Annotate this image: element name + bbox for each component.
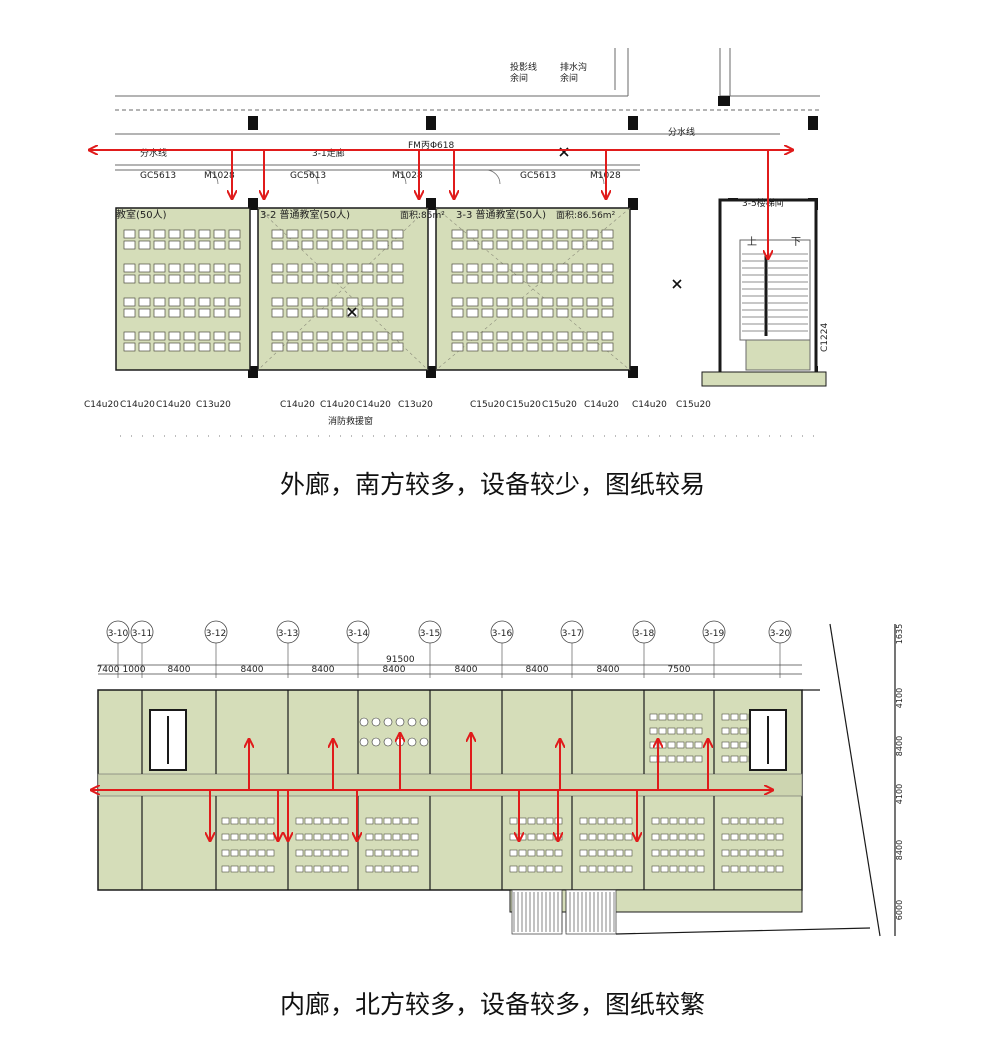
label-projection-room: 投影线余间 [510,61,537,84]
svg-text:3-15: 3-15 [420,629,440,639]
classroom-3-1 [115,207,251,371]
svg-text:3-10: 3-10 [108,629,129,639]
stairs-bottom [511,889,617,935]
span-dimension: 8400 [455,665,478,675]
right-dimension: 4100 [895,784,904,804]
label-stair-down: 下 [791,237,801,248]
caption-outer-corridor: 外廊，南方较多，设备较少，图纸较易 [279,470,705,499]
window-tag: C13u20 [196,400,231,410]
plan-outer-corridor: 投影线余间 排水沟余间 分水线 分水线 FM丙Φ618 3-1走廊 3-5楼梯间… [80,40,840,440]
span-dimension: 8400 [241,665,264,675]
red-flow-arrows [90,150,792,258]
span-dimension: 7400 [97,665,120,675]
label-area2: 面积:85m² [400,209,445,221]
right-dimension: 8400 [895,736,904,756]
window-tag: C14u20 [632,400,667,410]
span-dimension: 7500 [668,665,691,675]
span-dimension: 1000 [123,665,146,675]
inner-corridor [97,773,803,797]
label-area3: 面积:86.56m² [556,209,616,221]
right-dimension: 6000 [895,900,904,920]
window-tag: C14u20 [320,400,355,410]
axis-bubble: 3-14 [346,620,370,678]
label-stair-up: 上 [747,236,757,248]
red-flow-arrows-lower [92,734,772,840]
axis-bubble: 3-19 [702,620,726,678]
label-water-split-left: 分水线 [140,147,167,159]
svg-text:3-13: 3-13 [278,629,298,639]
window-tag: C15u20 [470,400,505,410]
axis-bubble: 3-11 [130,620,154,678]
axis-bubble: 3-20 [768,620,792,678]
window-tag: C14u20 [84,400,119,410]
label-room2: 3-2 普通教室(50人) [260,208,350,221]
axis-bubble: 3-13 [276,620,300,678]
room-partitions [141,690,715,890]
svg-text:3-14: 3-14 [348,629,369,639]
right-dimension: 4100 [895,688,904,708]
total-dimension: 91500 [386,655,415,665]
axis-bubble: 3-15 [418,620,442,678]
label-fm: FM丙Φ618 [408,140,454,151]
window-tag: C14u20 [280,400,315,410]
right-dimension: 8400 [895,840,904,860]
stairs-right [749,709,787,771]
right-dimension: 1635 [895,624,904,644]
caption-inner-corridor: 内廊，北方较多，设备较多，图纸较繁 [279,990,705,1019]
door-swings [203,169,605,185]
dimension-line [98,664,802,675]
span-dimension: 8400 [312,665,335,675]
svg-text:3-11: 3-11 [132,629,152,639]
window-tag: C14u20 [156,400,191,410]
svg-text:3-18: 3-18 [634,629,655,639]
svg-text:3-16: 3-16 [492,629,513,639]
axis-bubble: 3-16 [490,620,514,678]
label-room3: 3-3 普通教室(50人) [456,208,546,221]
label-gc-2: GC5613 [290,171,326,181]
window-tag: C15u20 [506,400,541,410]
label-gc-1: GC5613 [140,171,176,181]
label-c1224: C1224 [820,323,830,352]
window-tag: C14u20 [584,400,619,410]
stairs-left [149,709,187,771]
label-fire-window: 消防救援窗 [328,415,373,427]
window-tag: C14u20 [356,400,391,410]
window-tag: C15u20 [542,400,577,410]
label-water-split-right: 分水线 [668,126,695,138]
label-mi-1: M1028 [204,171,235,181]
label-room1: 教室(50人) [116,208,167,221]
svg-text:3-19: 3-19 [704,629,725,639]
span-dimension: 8400 [526,665,549,675]
span-dimension: 8400 [383,665,406,675]
svg-text:3-12: 3-12 [206,629,226,639]
svg-text:3-20: 3-20 [770,629,791,639]
right-dimensions: 1635 4100 8400 4100 8400 6000 [895,624,904,920]
label-gc-3: GC5613 [520,171,556,181]
span-dimension: 8400 [597,665,620,675]
axis-bubble: 3-17 [560,620,584,678]
window-tag: C15u20 [676,400,711,410]
svg-text:3-17: 3-17 [562,629,582,639]
axis-bubble: 3-18 [632,620,656,678]
north-wall-lines [115,48,820,171]
label-drain-room: 排水沟余间 [560,61,587,84]
site-boundary [615,623,896,937]
plan-outer-corridor-drawing: 投影线余间 排水沟余间 分水线 分水线 FM丙Φ618 3-1走廊 3-5楼梯间… [84,48,830,437]
span-dimension: 8400 [168,665,191,675]
label-mi-2: M1028 [392,171,423,181]
label-stair-tag: 3-5楼梯间 [742,197,784,209]
axis-bubble: 3-12 [204,620,228,678]
desk-grid [123,229,614,352]
window-tag: C14u20 [120,400,155,410]
axis-bubble: 3-10 [106,620,130,678]
label-corridor-tag: 3-1走廊 [312,147,345,159]
window-tag: C13u20 [398,400,433,410]
stair-core [701,198,827,387]
